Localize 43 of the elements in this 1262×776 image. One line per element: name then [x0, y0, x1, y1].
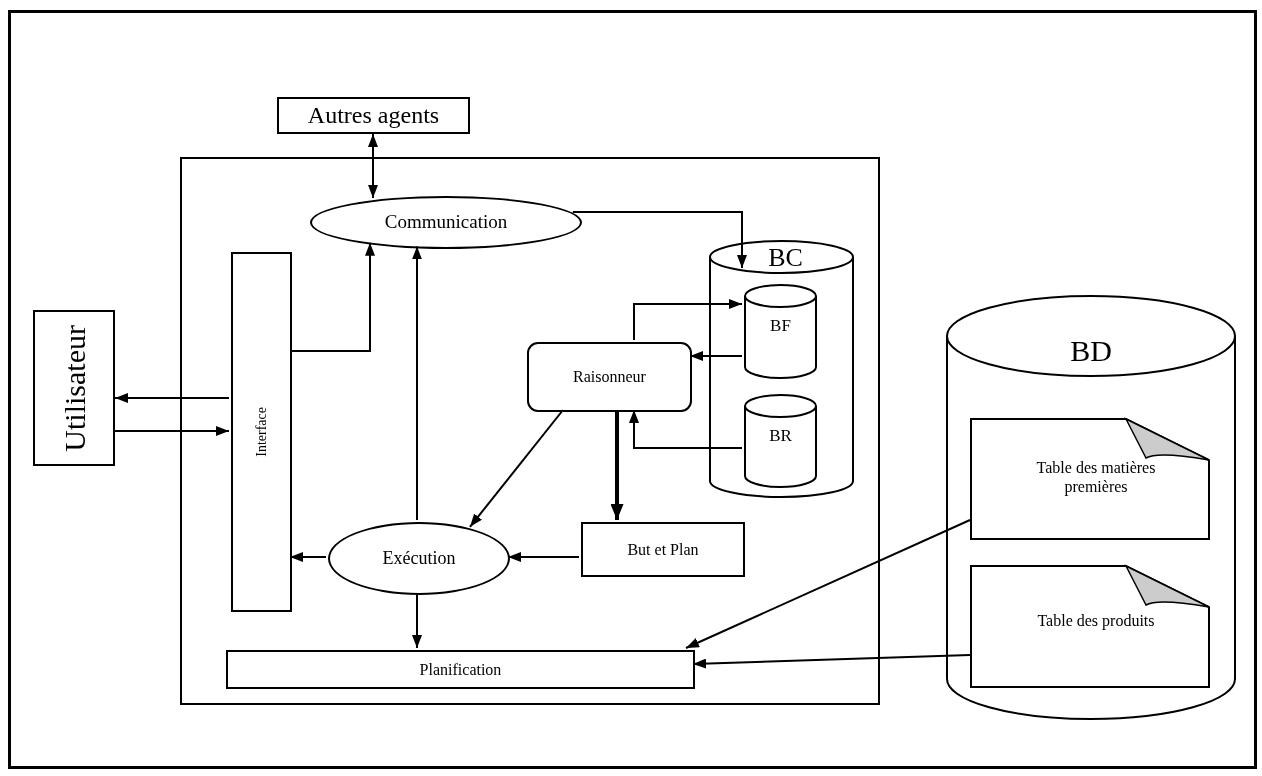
document-shape	[970, 418, 1210, 540]
node-label: BC	[768, 242, 803, 274]
document-shape	[970, 565, 1210, 688]
database-cylinder	[709, 240, 854, 498]
arrow	[469, 409, 564, 528]
node-label: Interface	[253, 407, 270, 457]
arrow	[114, 426, 230, 436]
node-label: Exécution	[382, 547, 456, 570]
arrow	[412, 592, 422, 649]
arrow	[689, 351, 743, 361]
arrow	[289, 552, 327, 562]
node-label: Utilisateur	[57, 324, 91, 452]
process-box	[226, 650, 695, 689]
arrow	[692, 654, 971, 669]
node-label: Table des produits	[1037, 611, 1155, 631]
ellipse-node	[328, 522, 510, 595]
node-label: Communication	[384, 211, 508, 234]
node-label: Planification	[419, 659, 502, 680]
agent-box	[180, 157, 880, 705]
arrow	[114, 393, 230, 403]
node-label: BR	[769, 426, 792, 447]
database-cylinder	[744, 284, 817, 379]
database-cylinder	[946, 295, 1236, 720]
ellipse-node	[310, 196, 582, 249]
process-box	[277, 97, 470, 134]
arrow	[685, 519, 971, 649]
process-box	[581, 522, 745, 577]
node-label: Table des matières premières	[1035, 458, 1157, 497]
node-label: BF	[770, 316, 791, 337]
node-label: Autres agents	[307, 101, 440, 130]
arrow	[368, 133, 378, 199]
process-box	[231, 252, 292, 612]
node-label: BD	[1070, 333, 1112, 369]
arrow	[633, 299, 743, 341]
arrow	[629, 409, 743, 449]
process-box	[33, 310, 115, 466]
node-label: But et Plan	[627, 539, 699, 560]
arrow	[571, 211, 747, 269]
rounded-box	[527, 342, 692, 412]
arrow	[610, 410, 624, 520]
node-label: Raisonneur	[573, 367, 646, 387]
database-cylinder	[744, 394, 817, 488]
arrow	[507, 552, 580, 562]
